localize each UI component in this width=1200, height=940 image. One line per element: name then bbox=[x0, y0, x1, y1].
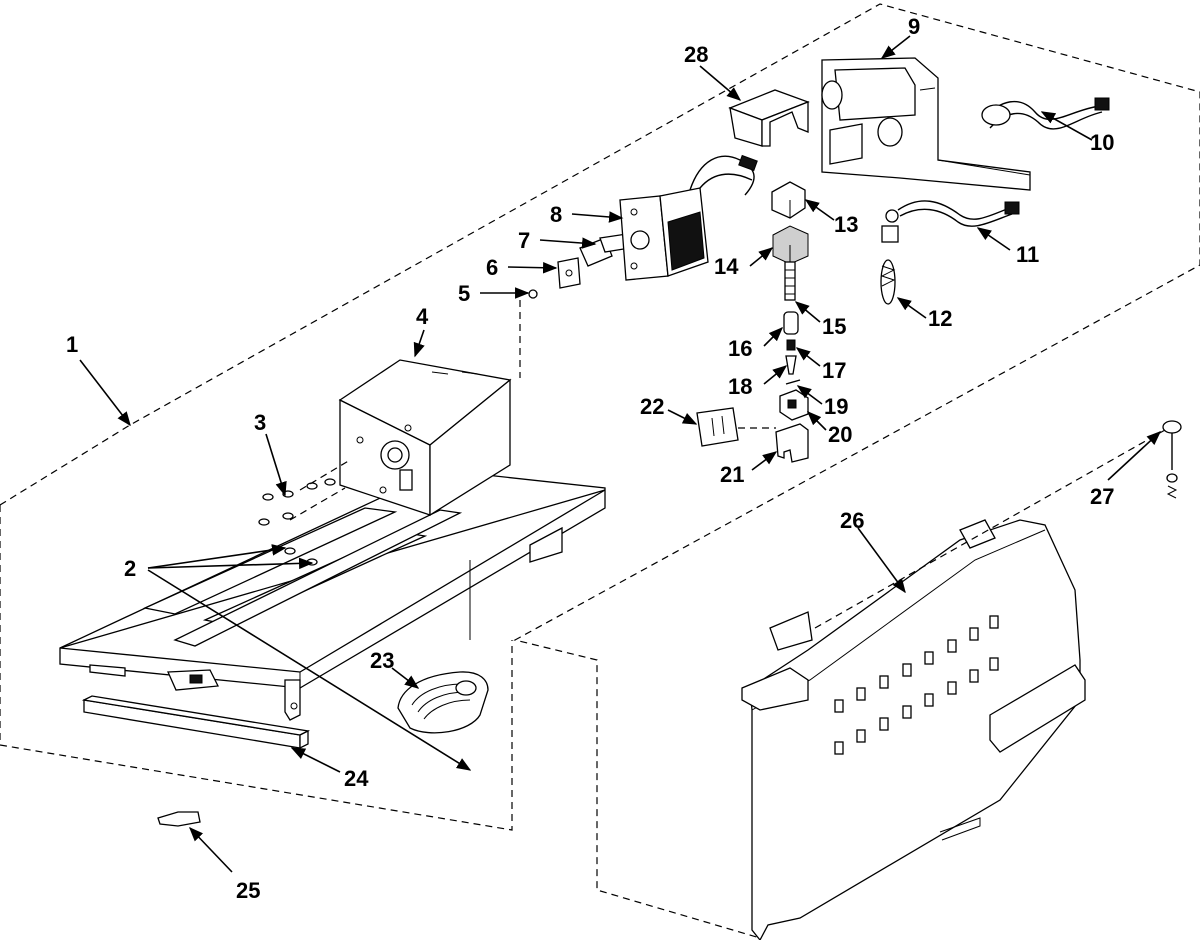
callout-24: 24 bbox=[344, 766, 369, 791]
callout-16: 16 bbox=[728, 336, 752, 361]
callout-6: 6 bbox=[486, 255, 498, 280]
door-vent-slots bbox=[834, 615, 999, 755]
part-20-holder[interactable] bbox=[779, 389, 809, 421]
part-11-harness[interactable] bbox=[881, 200, 1020, 243]
callout-4: 4 bbox=[416, 304, 429, 329]
callout-15: 15 bbox=[822, 314, 846, 339]
part-18-needle[interactable] bbox=[785, 355, 797, 375]
callout-28: 28 bbox=[684, 42, 708, 67]
part-14-block[interactable] bbox=[772, 225, 809, 265]
callout-17: 17 bbox=[822, 358, 846, 383]
part-1-base-tray[interactable] bbox=[59, 469, 606, 721]
callout-25: 25 bbox=[236, 878, 260, 903]
callout-21: 21 bbox=[720, 462, 744, 487]
assembly-boundary bbox=[0, 3, 1200, 939]
part-25-clip[interactable] bbox=[157, 811, 201, 827]
callout-11: 11 bbox=[1016, 242, 1039, 267]
part-28-cover[interactable] bbox=[728, 89, 810, 147]
part-23-bucket[interactable] bbox=[397, 671, 489, 734]
callout-18: 18 bbox=[728, 374, 752, 399]
part-17-seal[interactable] bbox=[786, 339, 796, 351]
callout-10: 10 bbox=[1090, 130, 1114, 155]
part-21-bracket[interactable] bbox=[775, 423, 809, 463]
callout-20: 20 bbox=[828, 422, 852, 447]
part-5-nut[interactable] bbox=[519, 289, 538, 378]
part-6-bracket[interactable] bbox=[557, 257, 581, 289]
callout-labels: 1 2 3 4 5 6 7 8 9 10 11 12 13 14 15 16 1… bbox=[66, 14, 1114, 903]
part-26-door[interactable] bbox=[741, 429, 1166, 940]
callout-19: 19 bbox=[824, 394, 848, 419]
part-15-spring[interactable] bbox=[784, 261, 796, 301]
callout-5: 5 bbox=[458, 281, 470, 306]
part-10-harness[interactable] bbox=[981, 97, 1110, 130]
part-24-bar[interactable] bbox=[81, 695, 311, 750]
callout-7: 7 bbox=[518, 228, 530, 253]
part-19-clip[interactable] bbox=[785, 379, 801, 385]
callout-23: 23 bbox=[370, 648, 394, 673]
callout-27: 27 bbox=[1090, 484, 1114, 509]
callout-1: 1 bbox=[66, 332, 78, 357]
callout-9: 9 bbox=[908, 14, 920, 39]
part-27-screw[interactable] bbox=[1162, 420, 1182, 499]
part-4-housing[interactable] bbox=[338, 359, 512, 517]
callout-2: 2 bbox=[124, 556, 136, 581]
callout-12: 12 bbox=[928, 306, 952, 331]
part-13-coil[interactable] bbox=[771, 181, 806, 219]
part-8-motor[interactable] bbox=[619, 154, 758, 281]
part-16-plunger[interactable] bbox=[783, 311, 799, 335]
callout-13: 13 bbox=[834, 212, 858, 237]
part-12-bulb[interactable] bbox=[880, 259, 896, 305]
callout-14: 14 bbox=[714, 254, 739, 279]
callout-22: 22 bbox=[640, 394, 664, 419]
part-9-icemaker-housing[interactable] bbox=[821, 57, 1031, 191]
callout-3: 3 bbox=[254, 410, 266, 435]
callout-8: 8 bbox=[550, 202, 562, 227]
part-22-plate[interactable] bbox=[696, 407, 776, 447]
leader-lines bbox=[79, 35, 1162, 873]
callout-26: 26 bbox=[840, 508, 864, 533]
